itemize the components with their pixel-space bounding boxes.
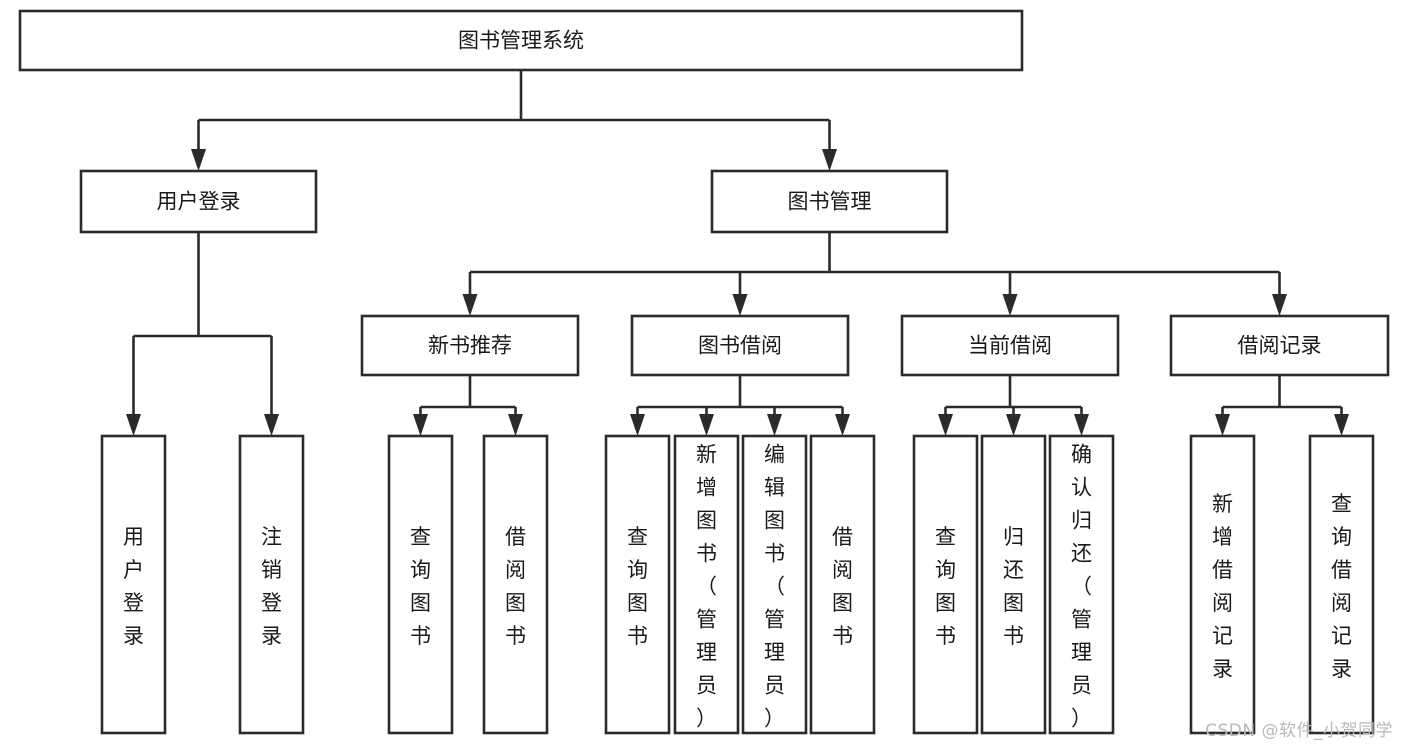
node-label-leaf-query-book-recommend: 查询图书 bbox=[410, 525, 431, 648]
node-box-current-borrow[interactable] bbox=[900, 314, 1120, 377]
node-borrow-record[interactable]: 借阅记录 bbox=[1169, 314, 1390, 377]
node-leaf-confirm-return-admin[interactable]: 确认归还（管理员） bbox=[1048, 434, 1115, 735]
csdn-watermark: CSDN @软件_小贺同学 bbox=[1205, 721, 1393, 741]
node-box-leaf-query-book-borrow[interactable] bbox=[604, 434, 671, 735]
node-label-root: 图书管理系统 bbox=[458, 29, 584, 53]
node-leaf-query-book-borrow[interactable]: 查询图书 bbox=[604, 434, 671, 735]
node-leaf-query-borrow-record[interactable]: 查询借阅记录 bbox=[1308, 434, 1375, 735]
node-box-book-management[interactable] bbox=[710, 169, 949, 234]
node-user-login[interactable]: 用户登录 bbox=[79, 169, 318, 234]
node-box-leaf-return-book[interactable] bbox=[980, 434, 1047, 735]
node-label-new-book-recommend: 新书推荐 bbox=[428, 334, 512, 358]
node-box-leaf-query-borrow-record[interactable] bbox=[1308, 434, 1375, 735]
node-leaf-logout[interactable]: 注销登录 bbox=[238, 434, 305, 735]
node-box-leaf-edit-book-admin[interactable] bbox=[741, 434, 808, 735]
node-book-management[interactable]: 图书管理 bbox=[710, 169, 949, 234]
node-label-borrow-record: 借阅记录 bbox=[1238, 334, 1322, 358]
node-label-leaf-user-login: 用户登录 bbox=[123, 525, 144, 648]
node-box-leaf-add-book-admin[interactable] bbox=[673, 434, 740, 735]
node-box-leaf-user-login[interactable] bbox=[100, 434, 167, 735]
node-label-book-borrow: 图书借阅 bbox=[698, 334, 782, 358]
node-leaf-add-book-admin[interactable]: 新增图书（管理员） bbox=[673, 434, 740, 735]
node-leaf-add-borrow-record[interactable]: 新增借阅记录 bbox=[1189, 434, 1256, 735]
node-label-leaf-query-borrow-record: 查询借阅记录 bbox=[1331, 492, 1352, 681]
connector-bookmgmt-to-level3 bbox=[462, 232, 1287, 316]
node-label-leaf-borrow-book-recommend: 借阅图书 bbox=[505, 525, 526, 648]
node-box-leaf-query-book-current[interactable] bbox=[912, 434, 979, 735]
node-layer: 图书管理系统用户登录图书管理新书推荐图书借阅当前借阅借阅记录用户登录注销登录查询… bbox=[18, 9, 1390, 735]
node-box-root[interactable] bbox=[18, 9, 1024, 72]
node-leaf-edit-book-admin[interactable]: 编辑图书（管理员） bbox=[741, 434, 808, 735]
node-leaf-borrow-book[interactable]: 借阅图书 bbox=[809, 434, 876, 735]
node-label-leaf-query-book-current: 查询图书 bbox=[935, 525, 956, 648]
node-current-borrow[interactable]: 当前借阅 bbox=[900, 314, 1120, 377]
node-leaf-query-book-current[interactable]: 查询图书 bbox=[912, 434, 979, 735]
node-box-leaf-confirm-return-admin[interactable] bbox=[1048, 434, 1115, 735]
node-label-book-management: 图书管理 bbox=[788, 190, 872, 214]
node-book-borrow[interactable]: 图书借阅 bbox=[630, 314, 850, 377]
connector-userlogin-to-leaves bbox=[126, 232, 279, 436]
node-label-current-borrow: 当前借阅 bbox=[968, 334, 1052, 358]
node-box-borrow-record[interactable] bbox=[1169, 314, 1390, 377]
node-new-book-recommend[interactable]: 新书推荐 bbox=[360, 314, 580, 377]
node-box-leaf-borrow-book[interactable] bbox=[809, 434, 876, 735]
node-leaf-borrow-book-recommend[interactable]: 借阅图书 bbox=[482, 434, 549, 735]
node-label-user-login: 用户登录 bbox=[157, 190, 241, 214]
node-label-leaf-add-book-admin: 新增图书（管理员） bbox=[696, 443, 717, 731]
node-box-book-borrow[interactable] bbox=[630, 314, 850, 377]
node-box-leaf-add-borrow-record[interactable] bbox=[1189, 434, 1256, 735]
connector-root-to-level2 bbox=[191, 70, 837, 171]
node-leaf-return-book[interactable]: 归还图书 bbox=[980, 434, 1047, 735]
node-box-leaf-borrow-book-recommend[interactable] bbox=[482, 434, 549, 735]
node-root[interactable]: 图书管理系统 bbox=[18, 9, 1024, 72]
node-box-new-book-recommend[interactable] bbox=[360, 314, 580, 377]
node-box-leaf-logout[interactable] bbox=[238, 434, 305, 735]
connector-current-to-leaves bbox=[938, 375, 1089, 436]
node-label-leaf-return-book: 归还图书 bbox=[1003, 525, 1024, 648]
node-box-user-login[interactable] bbox=[79, 169, 318, 234]
node-leaf-user-login[interactable]: 用户登录 bbox=[100, 434, 167, 735]
node-leaf-query-book-recommend[interactable]: 查询图书 bbox=[387, 434, 454, 735]
connector-record-to-leaves bbox=[1215, 375, 1349, 436]
node-box-leaf-query-book-recommend[interactable] bbox=[387, 434, 454, 735]
connector-recommend-to-leaves bbox=[413, 375, 523, 436]
connector-borrow-to-leaves bbox=[630, 375, 850, 436]
connector-layer bbox=[126, 70, 1349, 436]
node-label-leaf-query-book-borrow: 查询图书 bbox=[627, 525, 648, 648]
node-label-leaf-logout: 注销登录 bbox=[261, 525, 282, 648]
node-label-leaf-edit-book-admin: 编辑图书（管理员） bbox=[764, 443, 785, 731]
node-label-leaf-confirm-return-admin: 确认归还（管理员） bbox=[1071, 443, 1092, 731]
node-label-leaf-borrow-book: 借阅图书 bbox=[832, 525, 853, 648]
node-label-leaf-add-borrow-record: 新增借阅记录 bbox=[1212, 492, 1233, 681]
